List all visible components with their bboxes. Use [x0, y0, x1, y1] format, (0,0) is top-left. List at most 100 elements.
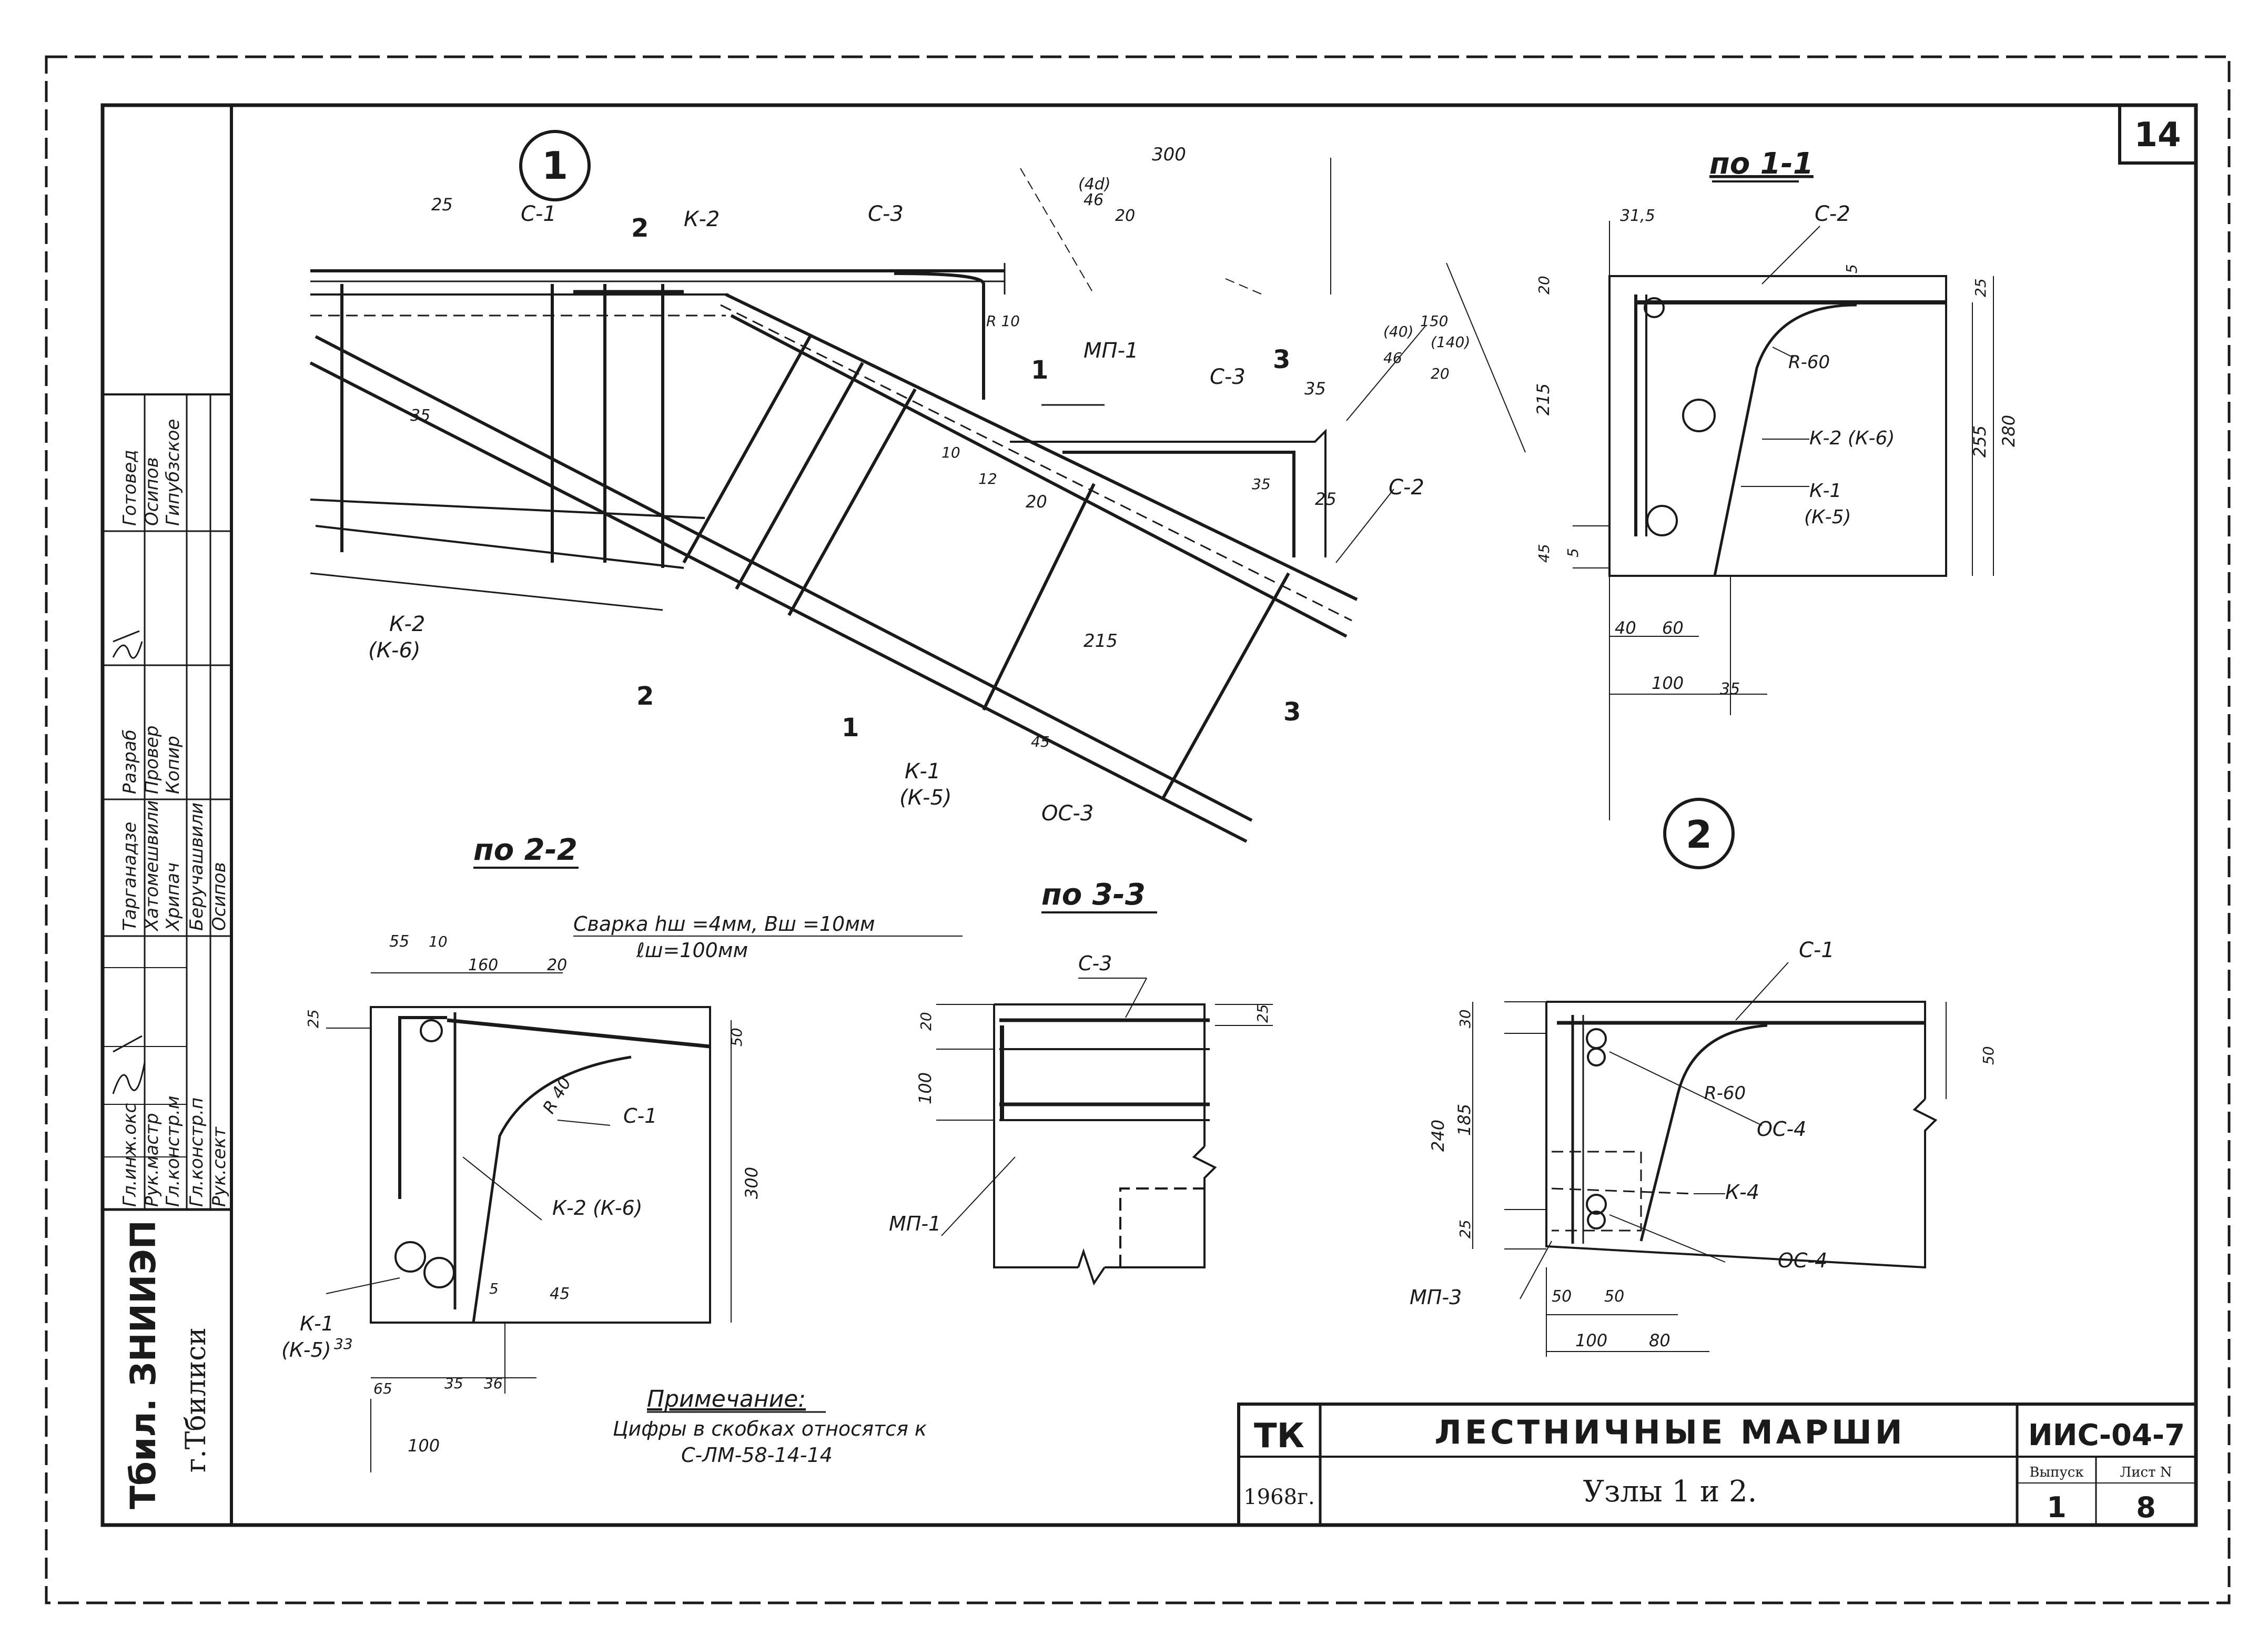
node-1-label-k2: К-2: [684, 207, 720, 231]
note-line-2: С-ЛМ-58-14-14: [681, 1444, 833, 1467]
section-2-2-dim: 160: [468, 956, 498, 974]
section-3-3-dim: 100: [915, 1072, 935, 1104]
series-code: ТК: [1254, 1417, 1304, 1456]
node-1-dim: 150: [1420, 312, 1448, 330]
section-2-2-dim: 45: [550, 1285, 570, 1303]
section-mark-1-top: 1: [1031, 355, 1048, 385]
section-1-1-dim: 215: [1533, 383, 1553, 415]
node-1-dim: 46: [1084, 191, 1103, 209]
sheet-number: 14: [2134, 116, 2181, 155]
node-2-dim: 185: [1454, 1104, 1474, 1136]
section-2-2-dim: 100: [408, 1436, 440, 1456]
section-2-2: по 2-2 Сварка hш =4мм, Bш =10мм ℓш=100мм…: [281, 833, 963, 1472]
section-1-1-label-k1: К-1: [1809, 480, 1841, 502]
node-1-dim: 20: [1026, 492, 1047, 512]
node-2-dim: 50: [1980, 1046, 1997, 1065]
node-2-dim: 50: [1604, 1287, 1624, 1306]
issue-label: Выпуск: [2029, 1465, 2083, 1480]
stamp-name2-2: Осипов: [141, 457, 163, 526]
stamp-name-3: Хрипач: [163, 862, 184, 932]
node-1-dim: 20: [1115, 207, 1135, 225]
section-1-1-dim: 5: [1843, 264, 1860, 273]
section-1-1-dim: 35: [1720, 680, 1740, 698]
issue-value: 1: [2047, 1491, 2067, 1524]
stamp-name-4: Беручашвили: [186, 802, 207, 931]
sheet-subtitle: Узлы 1 и 2.: [1583, 1475, 1757, 1509]
stamp-role-1: Гл.инж.окс: [119, 1103, 140, 1207]
node-1-dim: 25: [1315, 489, 1336, 509]
node-2-marker: [1663, 798, 1735, 869]
stamp-name-5: Осипов: [209, 862, 230, 931]
node-1-dim: 300: [1152, 144, 1186, 165]
node-1-label-k2b: К-2: [389, 612, 425, 636]
node-1-marker: [519, 130, 591, 201]
node-2-label-r60: R-60: [1704, 1083, 1746, 1104]
node-2-label-k4: К-4: [1725, 1181, 1759, 1204]
node-1-label-c2: С-2: [1389, 475, 1424, 500]
section-3-3-dim: 25: [1254, 1004, 1271, 1023]
stamp-name2-3: Гипубзское: [163, 419, 184, 526]
doc-code: ИИС-04-7: [2028, 1418, 2185, 1452]
signature-mark: [112, 630, 143, 659]
section-1-1-dim: 31,5: [1620, 207, 1655, 225]
section-2-2-dim: 50: [728, 1028, 745, 1046]
title-block: [1237, 1403, 2198, 1527]
section-3-3-label-mp1: МП-1: [889, 1212, 941, 1235]
node-2-dim: 100: [1575, 1330, 1607, 1350]
node-2-label-oc4: ОС-4: [1757, 1117, 1806, 1141]
org-name: Тбил. ЗНИИЭП: [123, 1220, 164, 1509]
stamp-role-5: Рук.сект: [209, 1126, 230, 1207]
node-1-dim: 20: [1431, 365, 1450, 382]
section-1-1-dim: 280: [1999, 415, 2019, 447]
stamp-role2-3: Копир: [163, 736, 184, 794]
section-3-3-title: по 3-3: [1041, 878, 1146, 912]
signature-mark: [112, 1035, 146, 1094]
section-1-1-label-k5: (К-5): [1804, 506, 1851, 528]
section-2-2-dim: 10: [429, 933, 448, 950]
node-1-label-k6: (К-6): [368, 638, 421, 663]
year: 1968г.: [1243, 1485, 1314, 1509]
node-1-marker-number: 1: [542, 144, 568, 188]
stamp-name2-1: Готовед: [119, 450, 140, 526]
node-1-label-k5: (К-5): [899, 786, 952, 810]
section-2-2-label-r40: R 40: [539, 1074, 575, 1117]
node-2-marker-number: 2: [1686, 812, 1712, 857]
section-2-2-dim: 36: [484, 1375, 503, 1392]
node-1-dim: 12: [978, 470, 997, 487]
stamp-role-2: Рук.мастр: [141, 1113, 163, 1207]
section-1-1-dim: 25: [1972, 278, 1989, 297]
section-mark-1-bottom: 1: [842, 713, 859, 743]
section-1-1-dim: 5: [1564, 548, 1582, 557]
section-1-1-dim: 60: [1662, 618, 1684, 638]
section-mark-3-top: 3: [1273, 345, 1290, 374]
node-1-label-mp1: МП-1: [1084, 339, 1138, 363]
section-1-1-title: по 1-1: [1709, 147, 1814, 181]
section-2-2-title: по 2-2: [473, 833, 578, 867]
node-2-label-mp3: МП-3: [1410, 1286, 1462, 1309]
node-2-dim: 240: [1428, 1120, 1448, 1152]
section-3-3-dim: 20: [917, 1012, 935, 1031]
node-1-dim: 35: [1304, 379, 1326, 399]
node-1-dim: (140): [1431, 333, 1470, 351]
stamp-role-3: Гл.констр.м: [163, 1095, 184, 1207]
section-1-1-dim: 255: [1970, 425, 1990, 458]
section-mark-2-bottom: 2: [636, 682, 654, 711]
section-2-2-dim: 300: [742, 1167, 762, 1199]
section-2-2-label-c1: С-1: [623, 1104, 657, 1127]
section-3-3: по 3-3 С-3 МП-1 20 25 100: [889, 878, 1273, 1286]
node-1-label-k1: К-1: [905, 759, 940, 784]
weld-spec-line-1: Сварка hш =4мм, Bш =10мм: [573, 912, 875, 936]
section-2-2-label-k5: (К-5): [281, 1338, 331, 1361]
note-line-1: Цифры в скобках относятся к: [613, 1417, 927, 1440]
section-2-2-label-k2: К-2 (К-6): [552, 1196, 642, 1220]
node-1-dim: R 10: [986, 312, 1020, 330]
node-1-dim: 35: [410, 407, 430, 425]
sheet-value: 8: [2136, 1491, 2156, 1524]
outer-trim-frame: [45, 55, 2231, 1604]
weld-spec-line-2: ℓш=100мм: [636, 939, 748, 962]
section-1-1: по 1-1 С-2 R-60 К-2 (К-6) К-1 (К-5) 31,5…: [1533, 147, 2019, 820]
node-1-dim: (4d): [1078, 175, 1111, 194]
section-mark-2-top: 2: [631, 214, 649, 243]
node-2-label-oc4b: ОС-4: [1778, 1249, 1827, 1272]
section-1-1-dim: 100: [1652, 673, 1684, 693]
